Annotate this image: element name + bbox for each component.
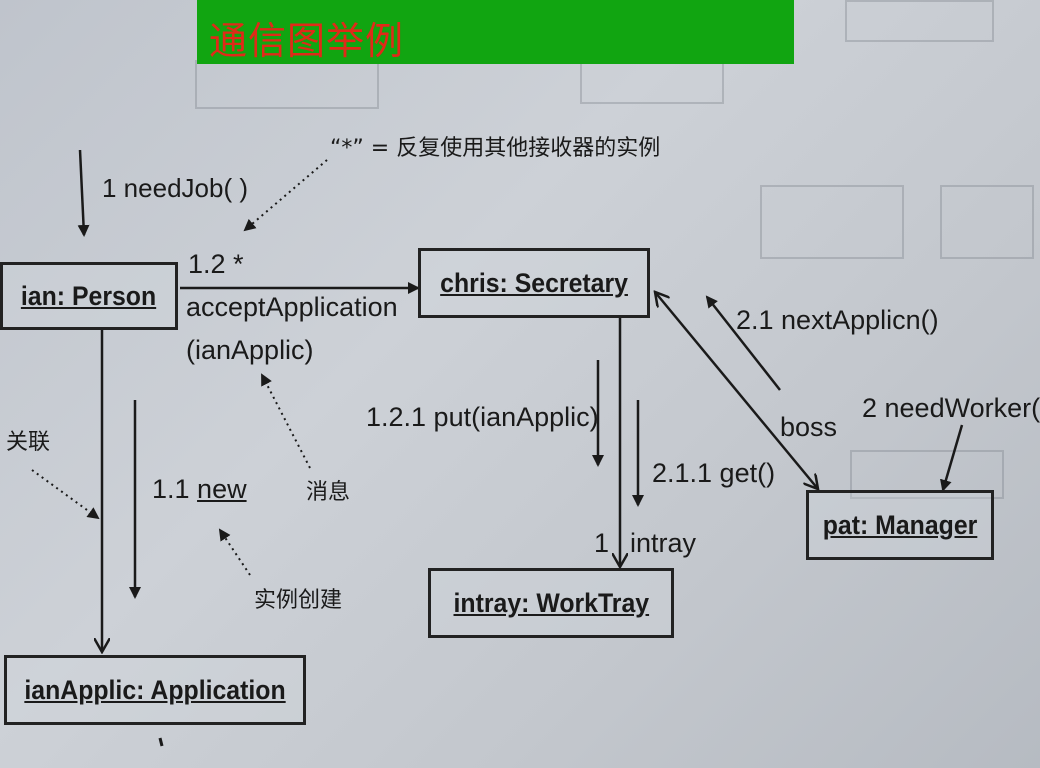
object-pat-manager: pat: Manager [806,490,994,560]
message-new-sequence: 1.1 [152,474,198,504]
pointer-message [261,373,311,469]
object-intray-worktray-label: intray: WorkTray [453,587,649,618]
message-next-applicn: 2.1 nextApplicn() [736,305,939,335]
pointer-association [31,469,100,520]
object-intray-worktray: intray: WorkTray [428,568,674,638]
object-ian-person-label: ian: Person [21,280,157,311]
object-ianapplic-application: ianApplic: Application [4,655,306,725]
background-ghost-box [845,0,994,42]
title-bar: 通信图举例 [197,0,794,64]
pointer-instance-creation [218,528,251,576]
link-label-multiplicity: 1 [594,528,610,558]
object-pat-manager-label: pat: Manager [822,509,978,540]
annotation-instance-creation: 实例创建 [254,588,343,613]
message-put: 1.2.1 put(ianApplic) [366,402,599,432]
message-accept-name: acceptApplication [186,292,398,322]
message-new: 1.1 new [152,474,247,505]
object-chris-secretary: chris: Secretary [418,248,650,318]
message-new-keyword: new [197,474,247,504]
object-chris-secretary-label: chris: Secretary [440,267,628,298]
link-label-intray: intray [630,528,697,558]
message-need-job: 1 needJob( ) [102,173,248,203]
link-secretary-manager [655,292,818,489]
arrow-need-job [77,149,90,237]
background-ghost-box [940,185,1034,259]
arrow-need-worker [940,424,964,492]
background-ghost-box [760,185,904,259]
link-label-boss: boss [780,412,838,442]
background-ghost-box [850,450,1004,499]
slide-title: 通信图举例 [209,19,405,63]
object-ianapplic-application-label: ianApplic: Application [24,674,286,705]
message-get: 2.1.1 get() [652,458,776,488]
stray-mark [158,737,164,747]
message-accept-sequence: 1.2 * [188,249,244,279]
pointer-star-note [243,159,328,232]
message-need-worker: 2 needWorker( [862,393,1040,423]
arrow-next-applicn [705,295,781,391]
object-ian-person: ian: Person [0,262,178,330]
annotation-message: 消息 [306,480,351,505]
annotation-association: 关联 [6,430,51,455]
message-accept-argument: (ianApplic) [186,335,314,365]
annotation-star-note: “*” = 反复使用其他接收器的实例 [330,136,661,161]
